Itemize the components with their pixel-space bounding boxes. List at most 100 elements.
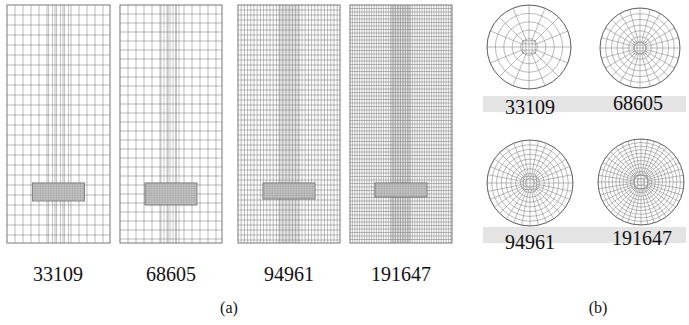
mesh-line (522, 141, 529, 177)
mesh-line (350, 229, 452, 230)
mesh-line (350, 75, 452, 76)
mesh-line (7, 135, 110, 136)
mesh-line (263, 190, 315, 191)
mesh-line (301, 183, 302, 199)
mesh-line (263, 183, 264, 199)
element-count-label: 68605 (146, 264, 196, 284)
mesh-line (297, 5, 298, 243)
mesh-border (487, 5, 571, 89)
mesh-line (145, 195, 197, 196)
mesh-line (7, 85, 110, 86)
mesh-line (33, 190, 85, 191)
circular-mesh (487, 140, 573, 226)
mesh-line (263, 183, 315, 184)
mesh-line (120, 122, 222, 123)
mesh-line (7, 115, 110, 116)
mesh-border (350, 5, 452, 243)
mesh-line (334, 5, 335, 243)
mesh-line (646, 157, 676, 178)
mesh-line (302, 5, 303, 243)
mesh-line (531, 189, 538, 225)
mesh-line (531, 8, 545, 41)
mesh-line (33, 193, 85, 194)
mesh-line (33, 183, 85, 184)
mesh-line (634, 140, 640, 176)
mesh-line (394, 5, 395, 243)
mesh-line (350, 124, 452, 125)
mesh-line (7, 75, 110, 76)
mesh-line (350, 218, 452, 219)
mesh-line (282, 5, 283, 243)
mesh-line (635, 178, 648, 179)
mesh-line (350, 127, 452, 128)
mesh-line (499, 51, 524, 76)
mesh-line (529, 5, 530, 41)
mesh-line (350, 236, 452, 237)
mesh-line (314, 183, 315, 199)
mesh-line (33, 195, 85, 196)
mesh-line (350, 71, 452, 72)
mesh-ring (634, 42, 645, 53)
mesh-line (403, 5, 404, 243)
mesh-line (120, 32, 222, 33)
impeller-zone (33, 183, 85, 201)
panel-label: (b) (589, 300, 608, 316)
mesh-line (145, 197, 197, 198)
mesh-line (120, 59, 222, 60)
mesh-line (621, 188, 638, 221)
mesh-line (405, 5, 406, 243)
mesh-line (640, 54, 641, 88)
mesh-line (79, 5, 80, 243)
mesh-line (616, 147, 637, 177)
mesh-line (287, 5, 288, 243)
mesh-line (647, 175, 683, 181)
mesh-line (490, 49, 523, 63)
mesh-line (33, 186, 85, 187)
mesh-line (531, 53, 545, 86)
mesh-line (293, 183, 294, 199)
mesh-line (350, 50, 452, 51)
mesh-line (145, 204, 197, 205)
mesh-line (282, 183, 283, 199)
mesh-line (298, 5, 299, 243)
mesh-line (634, 54, 646, 55)
mesh-line (634, 45, 646, 46)
mesh-line (263, 186, 315, 187)
mesh-line (606, 157, 636, 178)
mesh-line (120, 176, 222, 177)
mesh-line (634, 42, 646, 43)
mesh-line (524, 176, 537, 177)
mesh-line (350, 152, 452, 153)
mesh-line (350, 110, 452, 111)
mesh-line (23, 5, 24, 243)
mesh-line (605, 28, 634, 45)
mesh-line (7, 125, 110, 126)
mesh-line (350, 33, 452, 34)
mesh-line (289, 5, 290, 243)
mesh-line (269, 183, 270, 199)
mesh-line (324, 5, 325, 243)
panel-label: (a) (220, 300, 238, 316)
mesh-line (523, 50, 536, 51)
mesh-line (285, 183, 286, 199)
mesh-line (402, 5, 403, 243)
mesh-line (330, 5, 331, 243)
mesh-line (120, 41, 222, 42)
mesh-line (523, 53, 536, 54)
mesh-line (64, 5, 65, 243)
mesh-line (145, 202, 197, 203)
mesh-line (350, 68, 452, 69)
mesh-line (7, 105, 110, 106)
mesh-line (350, 22, 452, 23)
mesh-line (506, 147, 526, 177)
mesh-line (647, 182, 684, 183)
mesh-line (145, 192, 197, 193)
mesh-border (600, 8, 680, 88)
mesh-line (350, 222, 452, 223)
mesh-line (164, 5, 165, 243)
mesh-line (350, 215, 452, 216)
mesh-line (533, 51, 558, 76)
mesh-line (266, 5, 267, 243)
mesh-line (603, 162, 636, 179)
